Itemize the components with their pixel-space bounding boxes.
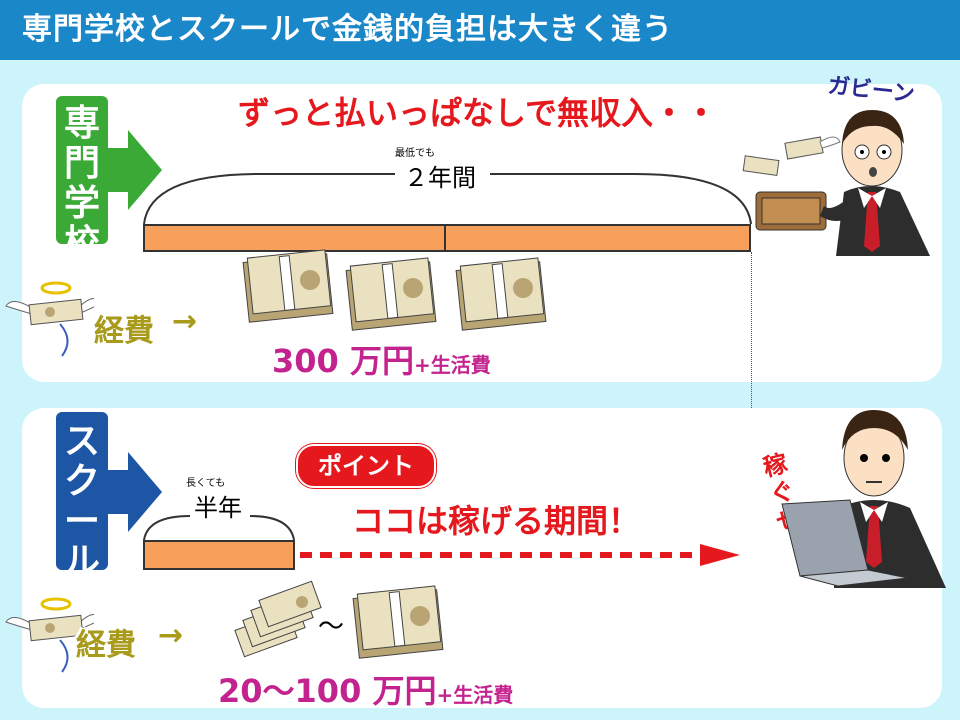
course-headline: ココは稼げる期間！ [352,502,641,540]
money-stack-icon [345,257,437,331]
school-headline: ずっと払いっぱなしで無収入・・ [238,94,718,132]
course-cost-extra: +生活費 [436,683,514,707]
bar-divider [444,224,446,252]
shocked-businessman-illustration [742,110,930,256]
school-tab: 専 門 学 校 [56,96,166,264]
school-tab-char: 校 [63,223,100,264]
course-expense-label: 経費 [76,628,136,663]
money-stack-icon [352,585,444,659]
scattered-bills-icon [234,580,322,658]
end-dotted-line [751,252,752,542]
school-cost-main: 300 万円 [272,342,414,380]
course-long-note: 長くても [186,478,226,489]
school-tab-char: 専 [63,103,100,144]
school-cost: 300 万円+生活費 [272,336,491,382]
money-stack-icon [455,257,547,331]
course-tab: ス ク ー ル [56,412,166,582]
school-tab-char: 門 [63,143,100,184]
school-tab-char: 学 [63,183,100,224]
school-span-arc [143,173,752,225]
course-expense-arrow: → [158,618,184,653]
laptop-businessman-illustration [781,410,946,588]
point-badge: ポイント [296,444,436,488]
earning-period-dotted-arrow [300,544,740,566]
school-cost-extra: +生活費 [413,353,491,377]
course-tab-char: ー [63,501,100,542]
school-duration: ２年間 [404,164,476,192]
course-cost: 20～100 万円+生活費 [218,666,513,712]
school-duration-bar [143,224,751,252]
school-tab-arrow-shape [56,96,162,244]
school-min-note: 最低でも [395,148,435,159]
course-tilde: ～ [318,612,345,642]
money-stack-icon [242,249,334,323]
course-tab-char: ル [63,541,100,582]
school-expense-label: 経費 [94,314,154,349]
page-title: 専門学校とスクールで金銭的負担は大きく違う [0,0,960,60]
course-span-arc [143,515,295,541]
course-duration-bar [143,540,295,570]
flying-money-icon [5,281,94,357]
course-tab-char: ス [63,421,100,462]
flying-money-icon [5,597,94,673]
course-tab-arrow-shape [56,412,162,570]
school-expense-arrow: → [172,304,198,339]
course-cost-main: 20～100 万円 [218,672,437,710]
course-tab-char: ク [63,461,100,502]
course-duration: 半年 [194,494,242,522]
